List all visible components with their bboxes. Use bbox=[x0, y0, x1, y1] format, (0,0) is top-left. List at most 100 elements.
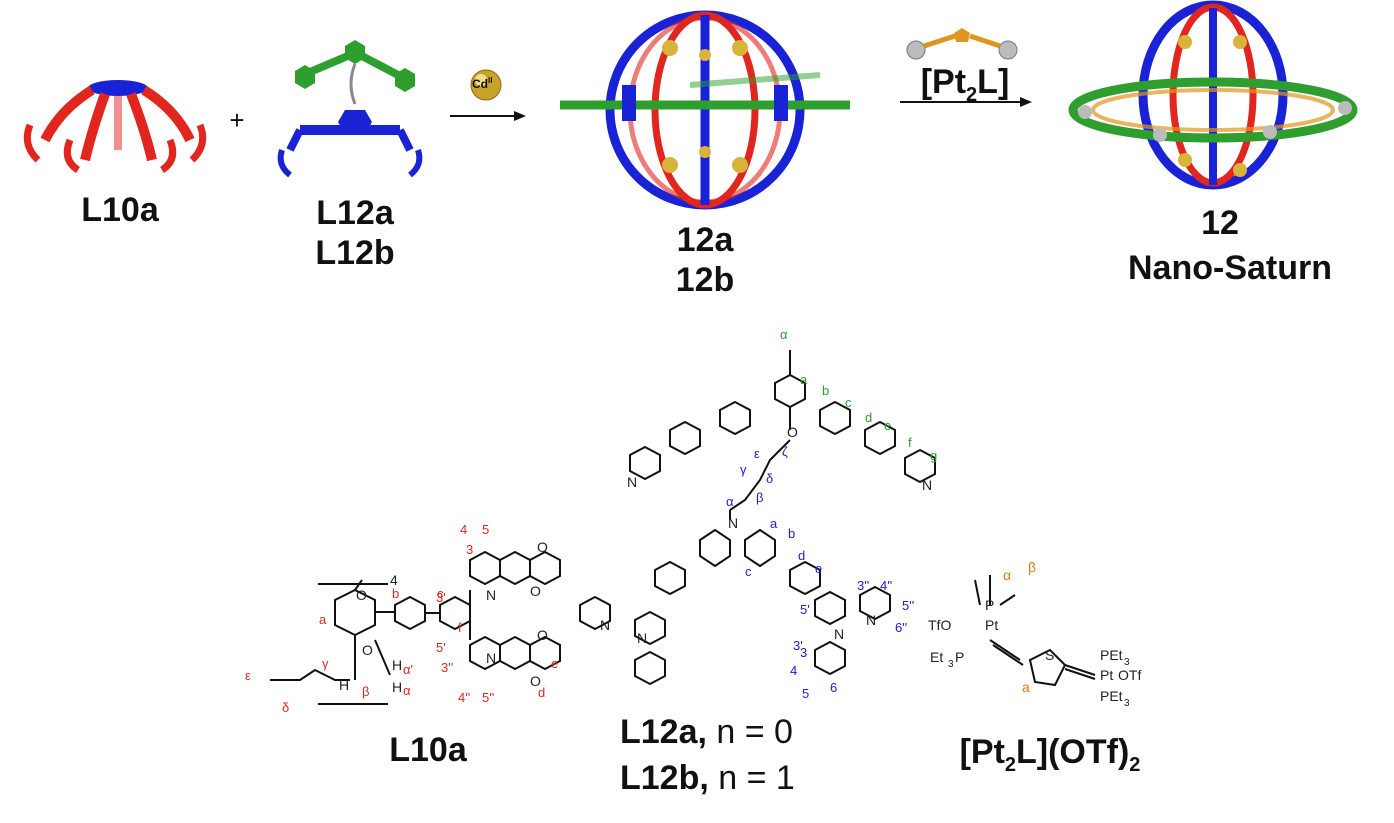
svg-text:α: α bbox=[726, 494, 734, 509]
svg-text:c: c bbox=[845, 395, 852, 410]
label-12a: 12a bbox=[676, 221, 734, 259]
svg-text:N: N bbox=[486, 650, 496, 666]
pt2l-structure bbox=[974, 575, 1096, 687]
pt2l-otf-sub1: 2 bbox=[1004, 753, 1017, 776]
svg-text:a: a bbox=[770, 516, 778, 531]
label-l12b-bottom: L12b, n = 1 bbox=[620, 758, 860, 798]
cage-12a-cartoon bbox=[560, 10, 850, 210]
label-l12b-top: L12b bbox=[315, 234, 395, 272]
svg-text:N: N bbox=[637, 630, 647, 646]
svg-text:5'': 5'' bbox=[482, 690, 494, 705]
svg-text:f: f bbox=[458, 620, 462, 635]
svg-text:O: O bbox=[537, 539, 548, 555]
svg-text:ζ: ζ bbox=[782, 444, 788, 459]
svg-text:ε: ε bbox=[754, 446, 760, 461]
svg-text:3: 3 bbox=[1124, 698, 1130, 709]
svg-text:a: a bbox=[800, 372, 808, 387]
svg-text:4'': 4'' bbox=[880, 578, 892, 593]
pt2l-reagent-sub: 2 bbox=[966, 83, 978, 106]
svg-text:3': 3' bbox=[793, 638, 803, 653]
svg-text:e: e bbox=[551, 656, 558, 671]
label-12: 12 bbox=[1201, 204, 1239, 242]
pt2l-reagent-post: L] bbox=[977, 63, 1010, 101]
svg-text:δ: δ bbox=[282, 700, 289, 715]
svg-text:d: d bbox=[798, 548, 805, 563]
svg-text:3'': 3'' bbox=[441, 660, 453, 675]
pt2l-reagent-label: [Pt2L] bbox=[905, 62, 1025, 115]
l12a-name: L12a, bbox=[620, 713, 707, 751]
plus-sign: + bbox=[229, 105, 245, 135]
label-nano-saturn: Nano-Saturn bbox=[1128, 249, 1332, 287]
svg-text:O: O bbox=[787, 424, 798, 440]
svg-text:4: 4 bbox=[390, 572, 398, 588]
svg-text:N: N bbox=[600, 617, 610, 633]
svg-text:a: a bbox=[319, 612, 327, 627]
svg-text:PEt: PEt bbox=[1100, 688, 1123, 704]
svg-text:PEt: PEt bbox=[1100, 647, 1123, 663]
svg-text:N: N bbox=[834, 626, 844, 642]
svg-text:β: β bbox=[1028, 559, 1036, 575]
label-l12a-bottom: L12a, n = 0 bbox=[620, 712, 860, 752]
svg-text:N: N bbox=[627, 474, 637, 490]
l12b-n-value: n = 1 bbox=[708, 759, 795, 797]
svg-text:OTf: OTf bbox=[1118, 667, 1141, 683]
svg-text:5': 5' bbox=[800, 602, 810, 617]
svg-text:Pt: Pt bbox=[985, 617, 998, 633]
svg-text:b: b bbox=[822, 383, 829, 398]
svg-text:α: α bbox=[1003, 567, 1011, 583]
cd-ion-sphere bbox=[470, 69, 502, 101]
svg-text:Et: Et bbox=[930, 649, 943, 665]
svg-text:5: 5 bbox=[802, 686, 809, 701]
l12-ligand-cartoon bbox=[277, 40, 423, 178]
reaction-arrow-1 bbox=[450, 111, 526, 121]
svg-text:N: N bbox=[922, 477, 932, 493]
svg-text:4'': 4'' bbox=[458, 690, 470, 705]
svg-text:g: g bbox=[930, 448, 937, 463]
svg-text:5': 5' bbox=[436, 640, 446, 655]
svg-text:b: b bbox=[392, 586, 399, 601]
svg-text:b: b bbox=[788, 526, 795, 541]
svg-text:α: α bbox=[780, 327, 788, 342]
pt2l-reagent-cartoon bbox=[906, 28, 1018, 60]
svg-text:O: O bbox=[356, 587, 367, 603]
svg-text:ε: ε bbox=[245, 668, 251, 683]
svg-text:S: S bbox=[1045, 647, 1054, 663]
svg-text:5'': 5'' bbox=[902, 598, 914, 613]
svg-text:γ: γ bbox=[322, 656, 329, 671]
svg-text:f: f bbox=[908, 435, 912, 450]
svg-text:H: H bbox=[339, 677, 349, 693]
svg-text:α': α' bbox=[403, 662, 413, 677]
svg-text:O: O bbox=[537, 627, 548, 643]
svg-text:6: 6 bbox=[830, 680, 837, 695]
svg-text:P: P bbox=[985, 597, 994, 613]
svg-text:e: e bbox=[884, 418, 891, 433]
svg-text:N: N bbox=[866, 612, 876, 628]
svg-text:O: O bbox=[362, 642, 373, 658]
svg-text:N: N bbox=[486, 587, 496, 603]
label-pt2l-otf: [Pt2L](OTf)2 bbox=[930, 732, 1170, 785]
svg-text:4: 4 bbox=[460, 522, 467, 537]
svg-text:H: H bbox=[392, 679, 402, 695]
svg-text:α: α bbox=[403, 683, 411, 698]
svg-text:a: a bbox=[1022, 679, 1030, 695]
svg-text:H: H bbox=[392, 657, 402, 673]
l10a-structure bbox=[270, 550, 561, 705]
svg-text:β: β bbox=[756, 490, 763, 505]
svg-text:d: d bbox=[538, 685, 545, 700]
pt2l-otf-sub2: 2 bbox=[1129, 753, 1141, 776]
svg-text:P: P bbox=[955, 649, 964, 665]
pt2l-otf-pre: [Pt bbox=[959, 733, 1005, 771]
svg-text:c: c bbox=[745, 564, 752, 579]
svg-text:3: 3 bbox=[948, 659, 954, 670]
svg-text:3: 3 bbox=[466, 542, 473, 557]
svg-text:6'': 6'' bbox=[895, 620, 907, 635]
l12-structure bbox=[579, 350, 936, 686]
svg-text:3: 3 bbox=[1124, 657, 1130, 668]
svg-text:4: 4 bbox=[790, 663, 797, 678]
svg-text:N: N bbox=[728, 515, 738, 531]
svg-text:3'': 3'' bbox=[857, 578, 869, 593]
svg-text:5: 5 bbox=[482, 522, 489, 537]
pt2l-otf-mid: L](OTf) bbox=[1016, 733, 1130, 771]
svg-text:TfO: TfO bbox=[928, 617, 951, 633]
